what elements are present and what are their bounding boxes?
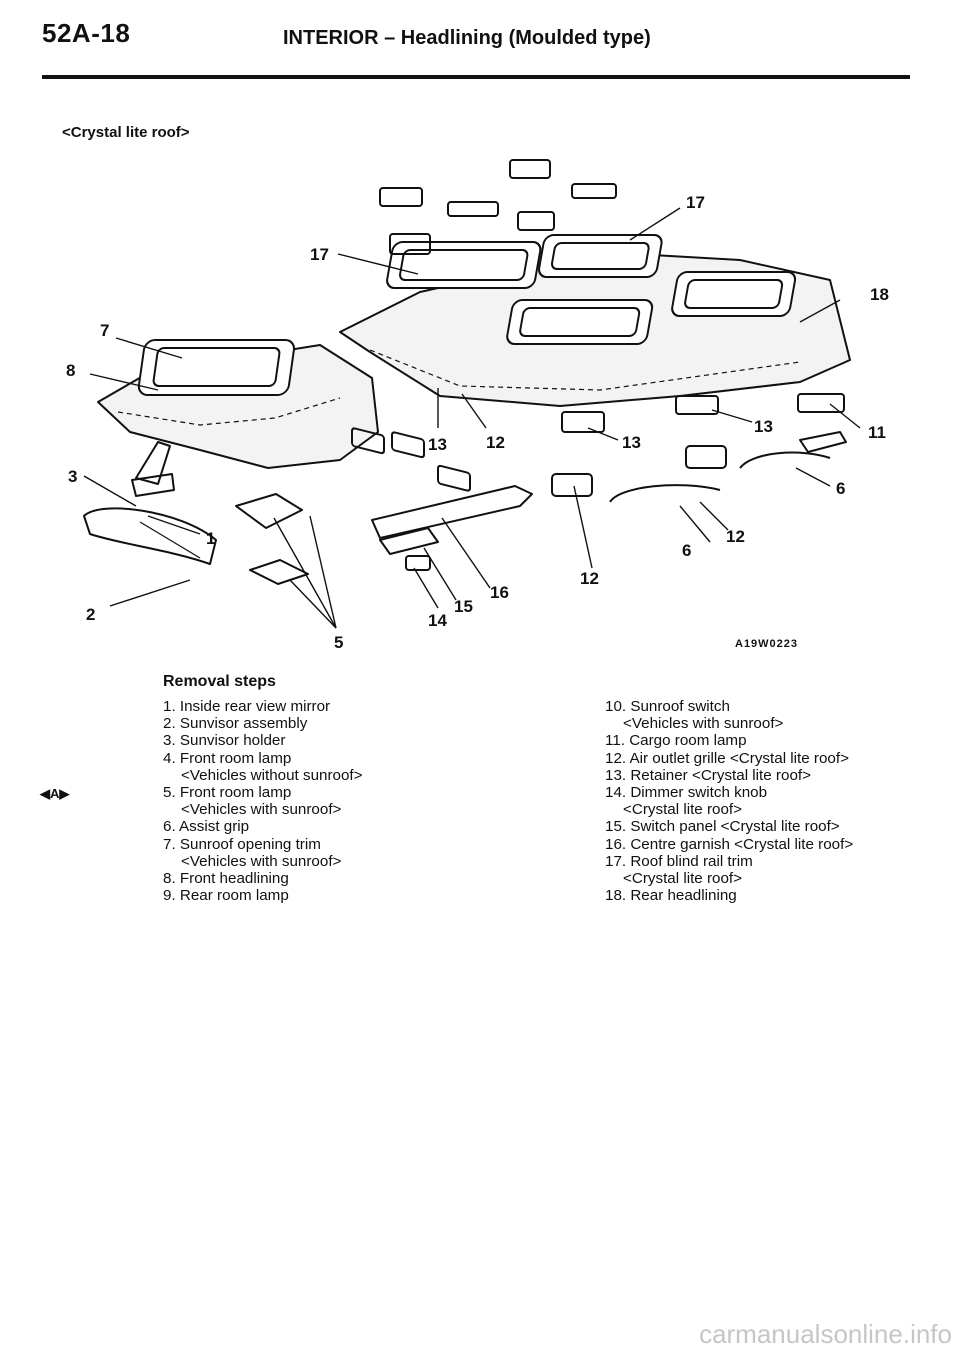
removal-step-note: <Crystal lite roof> — [623, 870, 743, 888]
assist-grip-part — [609, 484, 721, 503]
callout-label: 6 — [836, 479, 845, 498]
callout-label: 17 — [310, 245, 329, 264]
removal-step: 10. Sunroof switch — [605, 698, 730, 715]
roof-blind-rail-trim-part — [386, 241, 542, 289]
removal-step-note: <Vehicles with sunroof> — [181, 801, 342, 819]
removal-step: 1. Inside rear view mirror — [163, 698, 331, 715]
centre-garnish-part — [371, 485, 533, 539]
removal-step-note: <Vehicles with sunroof> — [181, 852, 342, 870]
callout-label: 2 — [86, 605, 95, 624]
removal-step: 17. Roof blind rail trim — [605, 852, 753, 870]
callout-label: 12 — [580, 569, 599, 588]
removal-step: 7. Sunroof opening trim — [163, 835, 321, 853]
header-rule — [42, 75, 910, 79]
front-sunroof-trim-part — [137, 339, 295, 396]
removal-step: 6. Assist grip — [163, 818, 250, 836]
removal-step: 2. Sunvisor assembly — [163, 715, 308, 733]
callout-label: 12 — [726, 527, 745, 546]
cargo-room-lamp-part — [797, 393, 845, 413]
removal-step: 4. Front room lamp — [163, 749, 292, 767]
removal-step: 3. Sunvisor holder — [163, 732, 286, 750]
removal-step: 18. Rear headlining — [605, 887, 737, 905]
callout-label: 12 — [486, 433, 505, 452]
callout-label: 6 — [682, 541, 691, 560]
page-code: 52A-18 — [42, 18, 131, 48]
inside-rear-view-mirror-part — [135, 441, 171, 485]
callout-label: 8 — [66, 361, 75, 380]
variant-label: <Crystal lite roof> — [62, 124, 190, 141]
removal-step: 11. Cargo room lamp — [605, 732, 747, 750]
callout-label: 7 — [100, 321, 109, 340]
removal-step-note: <Vehicles without sunroof> — [181, 766, 363, 784]
removal-step: 13. Retainer <Crystal lite roof> — [605, 766, 811, 784]
figure-reference: A19W0223 — [735, 638, 799, 650]
callout-label: 5 — [334, 633, 343, 650]
sunvisor-part — [83, 507, 217, 565]
removal-step: 5. Front room lamp — [163, 784, 292, 802]
service-point-mark: ◀A▶ — [40, 786, 70, 801]
removal-step: 12. Air outlet grille <Crystal lite roof… — [605, 749, 849, 767]
removal-step: 8. Front headlining — [163, 870, 289, 888]
removal-steps-column-2: 10. Sunroof switch<Vehicles with sunroof… — [605, 698, 853, 904]
removal-step: 14. Dimmer switch knob — [605, 784, 768, 802]
roof-blind-rail-trim-part — [538, 234, 663, 278]
front-room-lamp-part — [235, 493, 303, 529]
callout-label: 13 — [754, 417, 773, 436]
callout-label: 13 — [622, 433, 641, 452]
removal-step-note: <Vehicles with sunroof> — [623, 715, 784, 733]
callout-label: 14 — [428, 611, 447, 630]
watermark: carmanualsonline.info — [699, 1319, 952, 1349]
callout-label: 13 — [428, 435, 447, 454]
removal-step: 16. Centre garnish <Crystal lite roof> — [605, 835, 854, 853]
removal-step-note: <Crystal lite roof> — [623, 801, 743, 819]
callout-label: 11 — [868, 423, 886, 442]
callout-label: 15 — [454, 597, 473, 616]
removal-step: 15. Switch panel <Crystal lite roof> — [605, 818, 840, 836]
callout-label: 17 — [686, 193, 705, 212]
callout-label: 1 — [206, 529, 215, 548]
removal-steps-heading: Removal steps — [163, 673, 276, 690]
callout-label: 3 — [68, 467, 77, 486]
exploded-view-diagram: 17 17 18 7 8 13 12 13 13 11 3 1 6 12 6 1… — [66, 159, 889, 650]
callout-label: 18 — [870, 285, 889, 304]
removal-step: 9. Rear room lamp — [163, 887, 289, 905]
callout-label: 16 — [490, 583, 509, 602]
page-title: INTERIOR – Headlining (Moulded type) — [283, 27, 651, 49]
